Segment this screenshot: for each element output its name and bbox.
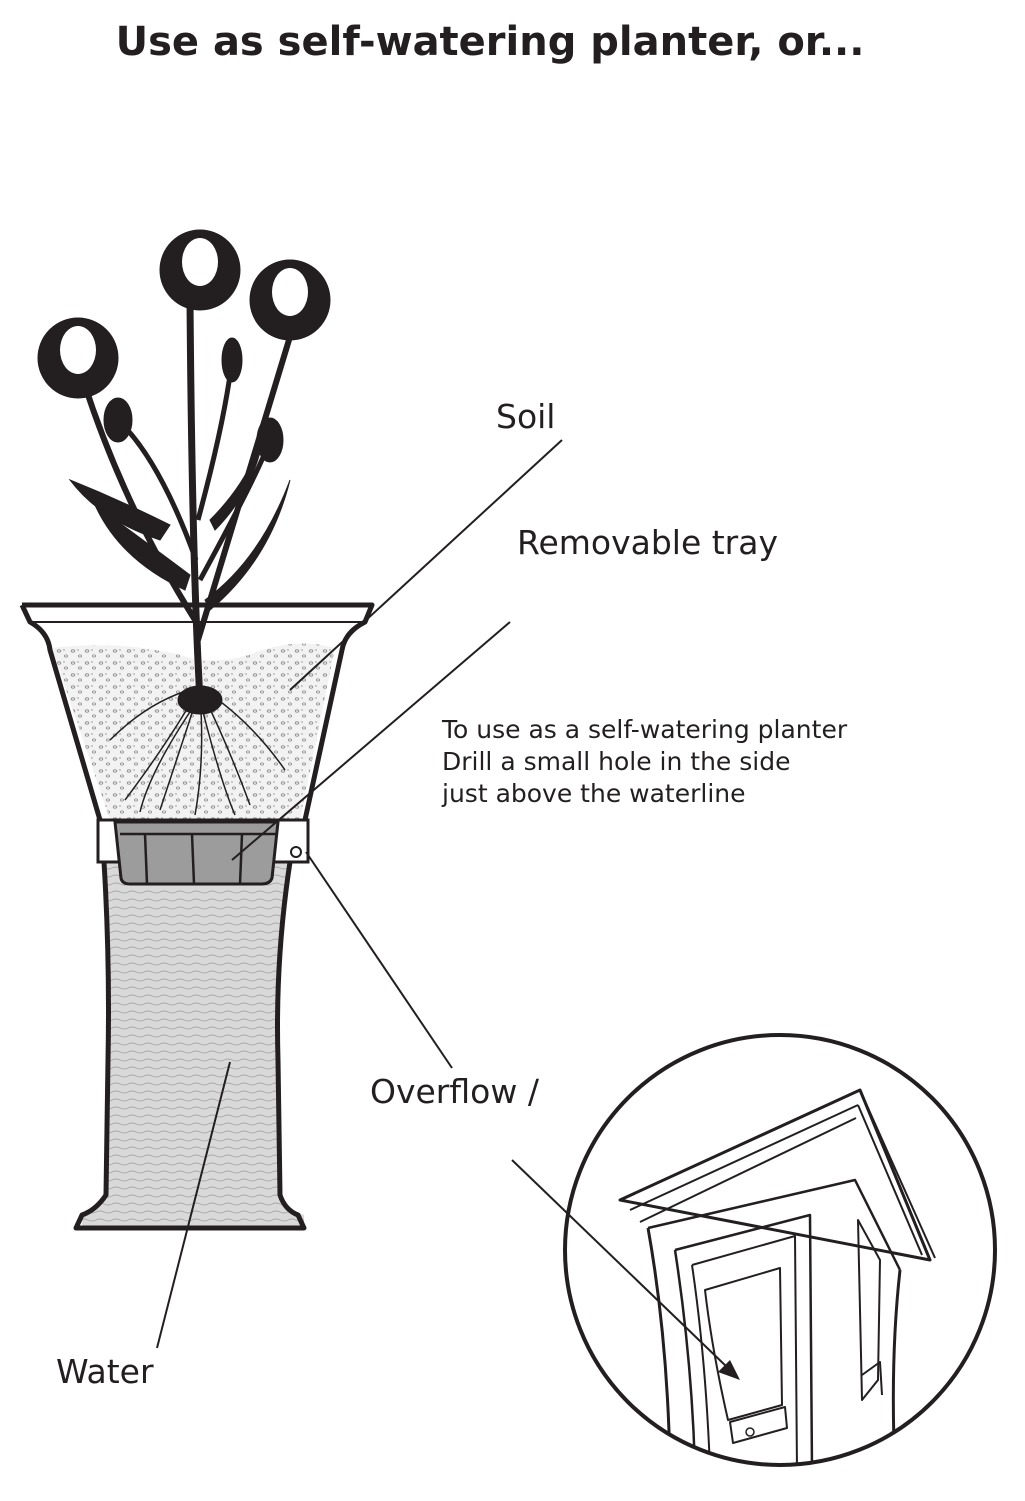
soil-fill [52, 643, 335, 820]
soil-label: Soil [496, 397, 555, 436]
instruction-line: just above the waterline [441, 779, 746, 808]
instruction-line: To use as a self-watering planter [441, 715, 848, 744]
water-leader [156, 1061, 231, 1349]
removable-tray [113, 820, 280, 886]
planter [19, 602, 375, 1231]
tray-label: Removable tray [517, 523, 778, 562]
tray-leader [231, 621, 511, 861]
plant [37, 229, 331, 816]
inset-arrow-line [511, 1159, 729, 1369]
water-fill [82, 862, 304, 1226]
soil-leader [289, 439, 563, 691]
leader-lines [156, 439, 563, 1349]
overflow-label: Overflow / [370, 1072, 540, 1111]
flower-center [159, 229, 241, 311]
instruction-line: Drill a small hole in the side [442, 747, 790, 776]
flower-left [37, 317, 119, 399]
instructions: To use as a self-watering planter Drill … [441, 715, 848, 808]
water-label: Water [56, 1352, 154, 1391]
detail-inset [511, 1033, 997, 1467]
overflow-leader [305, 851, 453, 1069]
overflow-hole [290, 846, 302, 858]
flower-right [249, 259, 331, 341]
diagram-title: Use as self-watering planter, or... [116, 19, 865, 65]
inset-arrow-head [718, 1360, 740, 1380]
tray-ribs [120, 832, 276, 885]
inset-overflow-hole [745, 1427, 755, 1437]
planter-lower-outline [73, 861, 307, 1231]
